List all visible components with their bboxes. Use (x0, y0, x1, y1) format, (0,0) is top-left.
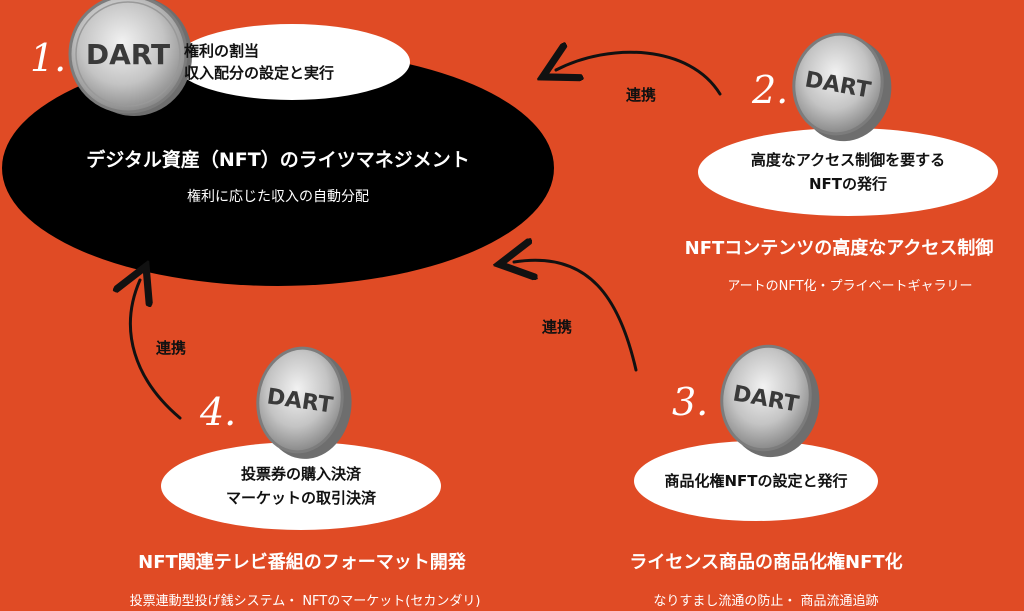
arrow-4-to-1 (130, 280, 182, 420)
step4-subtitle: 投票連動型投げ銭システム・ NFTのマーケット(セカンダリ) (129, 594, 481, 609)
bubble-step3-text: 商品化権NFTの設定と発行 (664, 472, 848, 490)
step2-title: NFTコンテンツの高度なアクセス制御 (684, 238, 994, 259)
bubble-step1-text: 権利の割当 収入配分の設定と実行 (184, 40, 404, 84)
step-number-2: 2. (752, 68, 789, 112)
step-number-1: 1. (30, 36, 67, 80)
bubble-step3 (634, 441, 878, 521)
step3-title: ライセンス商品の商品化権NFT化 (629, 552, 903, 573)
coin-label: DART (86, 38, 170, 71)
arrow-3-to-1 (514, 260, 638, 372)
link-label-2-to-1: 連携 (625, 86, 656, 104)
coin-step4: DART (256, 346, 352, 459)
bubble-step1 (174, 24, 410, 100)
bubble-step2-line1: 高度なアクセス制御を要する (750, 151, 946, 169)
step-number-4: 4. (200, 390, 237, 434)
bubble-step4-line2: マーケットの取引決済 (225, 489, 376, 507)
bubble-step2-text: 高度なアクセス制御を要する NFTの発行 (718, 148, 978, 196)
arrow-2-to-1 (556, 52, 722, 96)
step3-subtitle: なりすまし流通の防止・ 商品流通追跡 (653, 594, 879, 609)
bubble-step2 (698, 128, 998, 216)
coin-step2: DART (792, 32, 892, 142)
step4-title: NFT関連テレビ番組のフォーマット開発 (138, 552, 466, 573)
bubble-step2-line2: NFTの発行 (808, 175, 888, 193)
step1-title: デジタル資産（NFT）のライツマネジメント (86, 149, 470, 171)
coin-step1: DART (68, 0, 192, 116)
link-label-4-to-1: 連携 (155, 339, 186, 357)
coin-step3: DART (720, 344, 820, 458)
bubble-step4-text: 投票券の購入決済 マーケットの取引決済 (176, 462, 426, 510)
bubble-step1-line2: 収入配分の設定と実行 (184, 64, 335, 82)
bubble-step1-line1: 権利の割当 (184, 42, 260, 60)
bubble-step4-line1: 投票券の購入決済 (240, 465, 361, 483)
step-number-3: 3. (672, 380, 709, 424)
step1-subtitle: 権利に応じた収入の自動分配 (187, 189, 369, 205)
step2-subtitle: アートのNFT化・プライベートギャラリー (727, 279, 973, 294)
bubble-step4 (161, 442, 441, 530)
link-label-3-to-1: 連携 (541, 318, 572, 336)
